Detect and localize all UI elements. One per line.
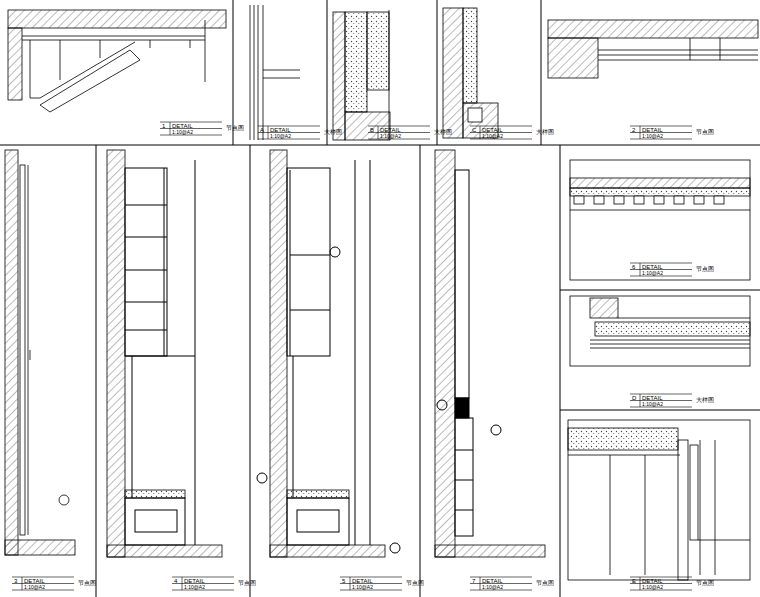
- drawing-type: 节点图: [696, 266, 714, 272]
- drawing-type: 大样图: [696, 397, 714, 403]
- drawing-type: 节点图: [406, 580, 424, 586]
- detail-title: DETAIL: [352, 578, 373, 584]
- title-block-line: [368, 126, 430, 127]
- title-block-line: [640, 263, 641, 276]
- title-block-line: [12, 590, 74, 591]
- scale-note: 1:10@A2: [482, 585, 503, 590]
- detail-title: DETAIL: [642, 264, 663, 270]
- title-block-line: [630, 590, 692, 591]
- title-block-line: [640, 126, 641, 139]
- detail-letter: E: [632, 578, 636, 584]
- detail-letter: 4: [174, 578, 177, 584]
- detail-letter: 2: [632, 127, 635, 133]
- detail-letter: C: [472, 127, 476, 133]
- drawing-type: 大样图: [536, 129, 554, 135]
- drawing-type: 大样图: [324, 129, 342, 135]
- title-block-line: [160, 135, 222, 136]
- title-block-line: [470, 590, 532, 591]
- title-block-line: [22, 577, 23, 590]
- title-block-line: [182, 577, 183, 590]
- detail-title: DETAIL: [642, 395, 663, 401]
- title-block-line: [630, 407, 692, 408]
- title-block-line: [480, 126, 481, 139]
- scale-note: 1:10@A2: [642, 134, 663, 139]
- scale-note: 1:10@A2: [482, 134, 503, 139]
- scale-note: 1:10@A2: [352, 585, 373, 590]
- title-block-line: [470, 139, 532, 140]
- detail-title: DETAIL: [642, 127, 663, 133]
- detail-title: DETAIL: [172, 123, 193, 129]
- title-block-line: [470, 577, 532, 578]
- detail-title: DETAIL: [642, 578, 663, 584]
- drawing-type: 大样图: [434, 129, 452, 135]
- title-block-line: [268, 126, 269, 139]
- title-block-line: [172, 577, 234, 578]
- detail-letter: A: [260, 127, 264, 133]
- title-block-line: [350, 577, 351, 590]
- title-block-line: [258, 126, 320, 127]
- title-block-line: [640, 394, 641, 407]
- title-block-line: [630, 139, 692, 140]
- scale-note: 1:10@A2: [172, 130, 193, 135]
- detail-title: DETAIL: [482, 578, 503, 584]
- title-block-line: [368, 139, 430, 140]
- detail-title: DETAIL: [482, 127, 503, 133]
- scale-note: 1:10@A2: [270, 134, 291, 139]
- drawing-type: 节点图: [226, 125, 244, 131]
- scale-note: 1:10@A2: [642, 271, 663, 276]
- title-block-line: [170, 122, 171, 135]
- title-block-line: [172, 590, 234, 591]
- title-block-line: [630, 394, 692, 395]
- detail-title: DETAIL: [380, 127, 401, 133]
- detail-title: DETAIL: [184, 578, 205, 584]
- title-block-line: [630, 126, 692, 127]
- drawing-type: 节点图: [238, 580, 256, 586]
- detail-title: DETAIL: [270, 127, 291, 133]
- detail-letter: 5: [342, 578, 345, 584]
- scale-note: 1:10@A2: [380, 134, 401, 139]
- detail-letter: 6: [632, 264, 635, 270]
- drawing-type: 节点图: [696, 580, 714, 586]
- title-block-line: [340, 577, 402, 578]
- title-block-line: [630, 263, 692, 264]
- drawing-type: 节点图: [696, 129, 714, 135]
- title-block-line: [160, 122, 222, 123]
- title-block-line: [340, 590, 402, 591]
- scale-note: 1:10@A2: [24, 585, 45, 590]
- detail-letter: 3: [14, 578, 17, 584]
- drawing-type: 节点图: [536, 580, 554, 586]
- detail-letter: B: [370, 127, 374, 133]
- detail-title: DETAIL: [24, 578, 45, 584]
- scale-note: 1:10@A2: [184, 585, 205, 590]
- title-block-line: [378, 126, 379, 139]
- drawing-type: 节点图: [78, 580, 96, 586]
- detail-letter: D: [632, 395, 636, 401]
- title-block-line: [470, 126, 532, 127]
- title-block-line: [630, 276, 692, 277]
- title-block-line: [12, 577, 74, 578]
- scale-note: 1:10@A2: [642, 402, 663, 407]
- detail-letter: 1: [162, 123, 165, 129]
- detail-letter: 7: [472, 578, 475, 584]
- title-block-line: [630, 577, 692, 578]
- title-block-line: [640, 577, 641, 590]
- title-block-line: [258, 139, 320, 140]
- scale-note: 1:10@A2: [642, 585, 663, 590]
- title-block-line: [480, 577, 481, 590]
